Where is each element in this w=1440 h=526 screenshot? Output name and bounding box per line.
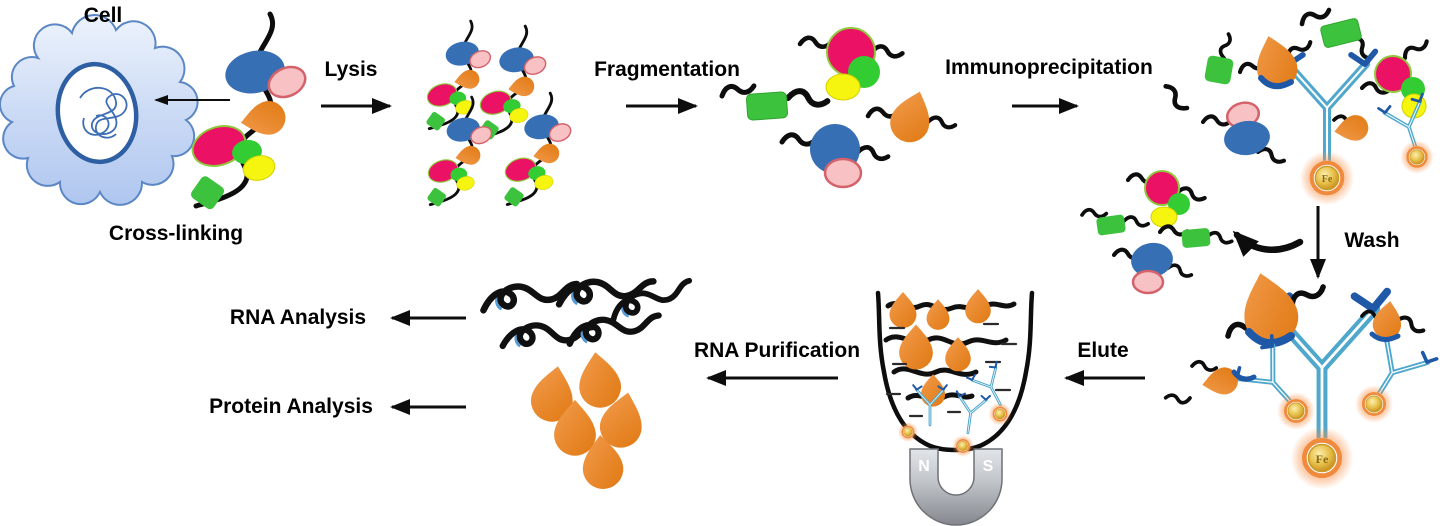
fragment-green-protein <box>721 83 828 121</box>
capture-large: Fe <box>1226 266 1387 490</box>
nucleus <box>55 61 139 165</box>
fragment-blue-complex <box>782 124 889 189</box>
capture-left <box>1163 336 1319 430</box>
label-protein-analysis: Protein Analysis <box>209 395 373 418</box>
rna-fragments <box>721 27 956 189</box>
protein-analysis-group: Protein Analysis <box>209 349 649 491</box>
cell-group: Cell Cross-linking <box>0 4 243 245</box>
label-elute: Elute <box>1077 339 1128 362</box>
rna-purification-step: RNA Purification <box>694 339 860 386</box>
lysis-step: Lysis <box>321 58 392 114</box>
bead-fe-label: Fe <box>1316 452 1329 466</box>
eluted-antibodies-and-beads <box>897 360 1017 458</box>
antibody-bead-capture: Fe <box>1239 30 1375 205</box>
elute-step: Elute <box>1064 339 1145 386</box>
captured-complexes: Fe <box>1163 266 1437 490</box>
fragment-orange-protein <box>868 85 956 148</box>
magnet-north-label: N <box>918 458 930 475</box>
magnet-icon: N S <box>909 448 1003 526</box>
magnet-south-label: S <box>983 458 994 475</box>
tube-magnet-group: N S <box>875 289 1035 526</box>
label-immunoprecipitation: Immunoprecipitation <box>945 56 1153 79</box>
free-magenta-complex <box>1362 39 1429 119</box>
immunoprecipitation-step: Immunoprecipitation <box>945 56 1153 114</box>
purified-proteins <box>527 349 649 491</box>
arrow-wash-discard <box>1232 230 1304 257</box>
chromatin-scribble <box>79 87 128 139</box>
crosslinked-rnp-complex <box>187 14 310 211</box>
free-blue-complex <box>1203 101 1285 164</box>
label-rna-analysis: RNA Analysis <box>230 306 366 329</box>
immunoprecipitation-result: Fe <box>1164 8 1440 206</box>
label-wash: Wash <box>1344 229 1399 252</box>
free-green-rect-fragment <box>1300 8 1372 61</box>
label-fragmentation: Fragmentation <box>594 58 740 81</box>
label-lysis: Lysis <box>325 58 378 81</box>
purified-rna-strands <box>481 275 694 347</box>
label-cross-linking: Cross-linking <box>109 222 243 245</box>
label-cell: Cell <box>84 4 123 27</box>
fragmentation-step: Fragmentation <box>594 58 740 114</box>
fragment-magenta-complex <box>800 27 903 101</box>
wash-step: Wash <box>1232 206 1400 279</box>
washed-away-fragments <box>1080 170 1235 295</box>
capture-right <box>1348 299 1437 425</box>
bead-fe-label: Fe <box>1322 174 1333 185</box>
rna-analysis-group: RNA Analysis <box>230 275 694 347</box>
lysate-cluster <box>424 21 573 207</box>
free-green-square-fragment <box>1164 31 1235 112</box>
label-rna-purification: RNA Purification <box>694 339 860 362</box>
